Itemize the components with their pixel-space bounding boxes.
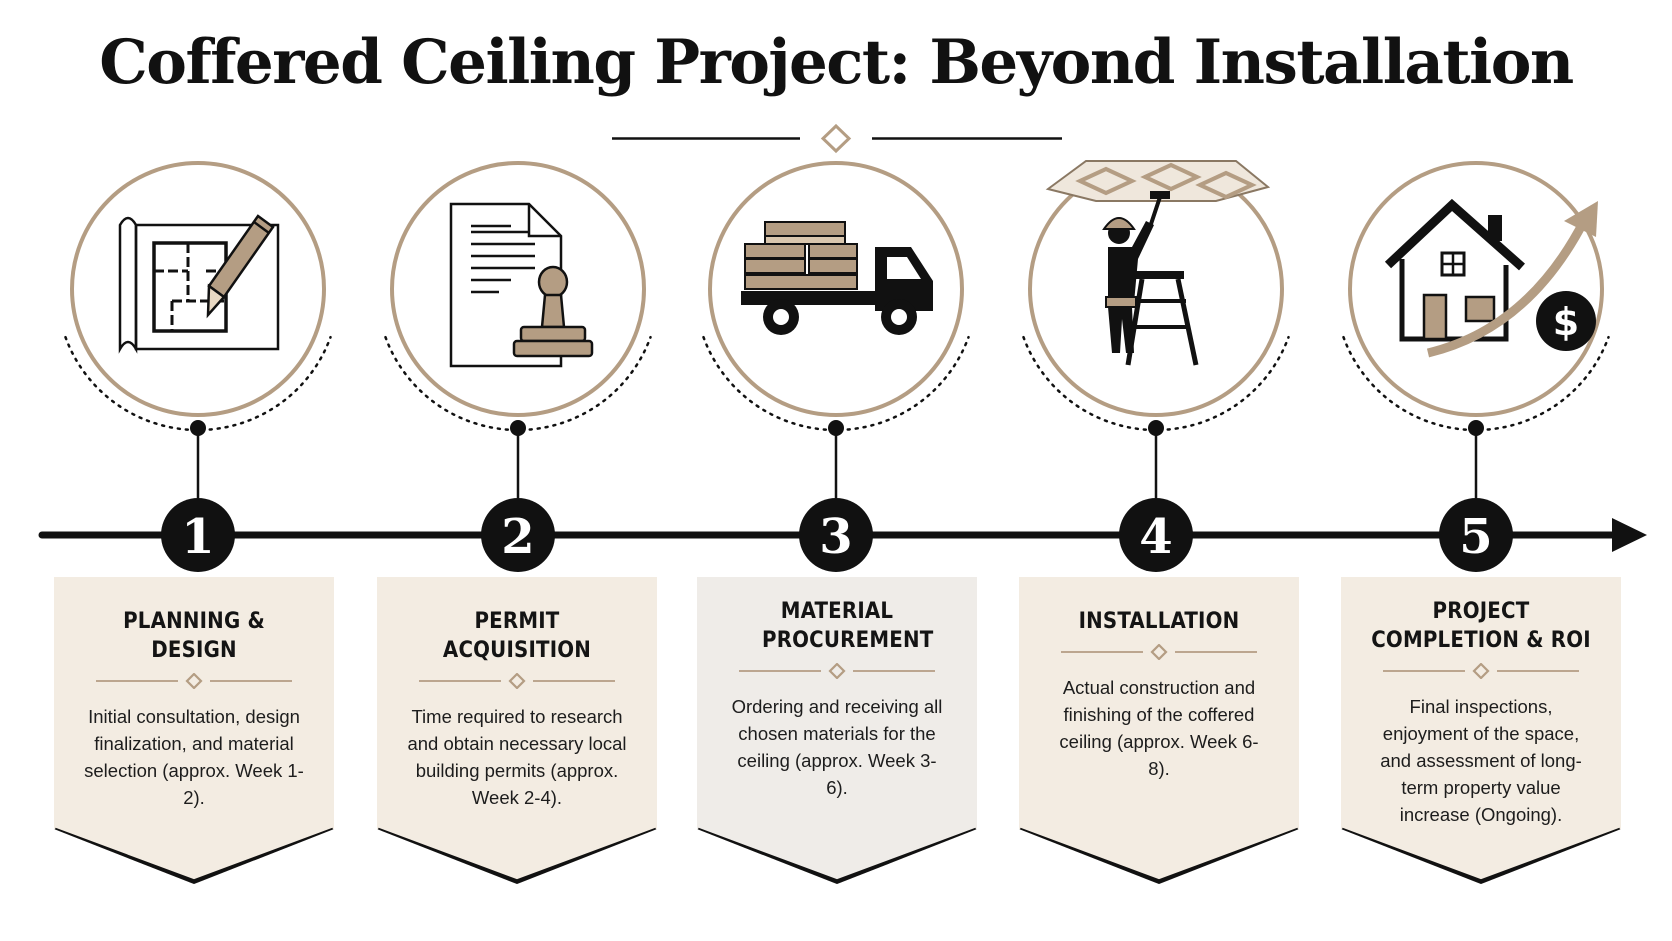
- connector-dot: [1148, 420, 1164, 436]
- stage-card: PLANNING & DESIGN Initial consultation, d…: [54, 577, 334, 884]
- step-number: 1: [181, 509, 214, 565]
- stage-card: PERMIT ACQUISITION Time required to resea…: [377, 577, 657, 884]
- title-ornament: [612, 123, 1062, 154]
- dotted-arc: [384, 335, 652, 432]
- stage-description: Final inspections, enjoyment of the spac…: [1380, 696, 1582, 825]
- icon-circle: [1348, 161, 1604, 417]
- svg-text:$: $: [1553, 300, 1579, 344]
- step-number-badge: [481, 498, 555, 572]
- step-number: 2: [501, 509, 534, 565]
- step-number: 3: [819, 509, 852, 565]
- step-number: 5: [1459, 509, 1492, 565]
- dotted-arc: [1022, 335, 1290, 432]
- stage-description: Initial consultation, design finalizatio…: [84, 706, 304, 808]
- blueprint-pencil-icon: [118, 214, 280, 354]
- timeline-arrowhead: [1612, 518, 1647, 552]
- stage-card: PROJECT COMPLETION & ROI Final inspection…: [1341, 577, 1621, 884]
- worker-ladder-icon: [1045, 160, 1271, 366]
- stage-5: $5: [1342, 161, 1610, 572]
- stage-description: Ordering and receiving all chosen materi…: [731, 696, 943, 798]
- step-number-badge: [799, 498, 873, 572]
- dotted-arc: [64, 335, 332, 432]
- card-divider: [96, 673, 292, 689]
- connector-dot: [510, 420, 526, 436]
- dotted-arc: [1342, 335, 1610, 432]
- stage-description: Actual construction and finishing of the…: [1059, 677, 1259, 779]
- stage-title: MATERIAL PROCUREMENT: [762, 599, 934, 653]
- card-divider: [739, 663, 935, 679]
- stage-4: 4: [1022, 160, 1290, 572]
- delivery-truck-icon: [741, 221, 933, 335]
- card-divider: [1061, 644, 1257, 660]
- connector-dot: [1468, 420, 1484, 436]
- connector-dot: [828, 420, 844, 436]
- stage-title: PLANNING & DESIGN: [123, 609, 265, 663]
- stage-title: PERMIT ACQUISITION: [442, 609, 592, 663]
- connector-dot: [190, 420, 206, 436]
- stage-card: INSTALLATION Actual construction and fini…: [1019, 577, 1299, 884]
- stage-description: Time required to research and obtain nec…: [407, 706, 627, 808]
- card-divider: [1383, 663, 1579, 679]
- step-number-badge: [161, 498, 235, 572]
- document-stamp-icon: [449, 202, 594, 368]
- stage-2: 2: [384, 161, 652, 572]
- stage-card: MATERIAL PROCUREMENT Ordering and receivi…: [697, 577, 977, 884]
- card-divider: [419, 673, 615, 689]
- icon-circle: [70, 161, 326, 417]
- stage-3: 3: [702, 161, 970, 572]
- page-title: Coffered Ceiling Project: Beyond Install…: [99, 27, 1574, 98]
- step-number: 4: [1139, 509, 1172, 565]
- dotted-arc: [702, 335, 970, 432]
- step-number-badge: [1119, 498, 1193, 572]
- stage-title: PROJECT COMPLETION & ROI: [1371, 599, 1591, 653]
- step-number-badge: [1439, 498, 1513, 572]
- stage-1: 1: [64, 161, 332, 572]
- house-value-icon: $: [1384, 198, 1598, 358]
- stage-title: INSTALLATION: [1078, 609, 1240, 634]
